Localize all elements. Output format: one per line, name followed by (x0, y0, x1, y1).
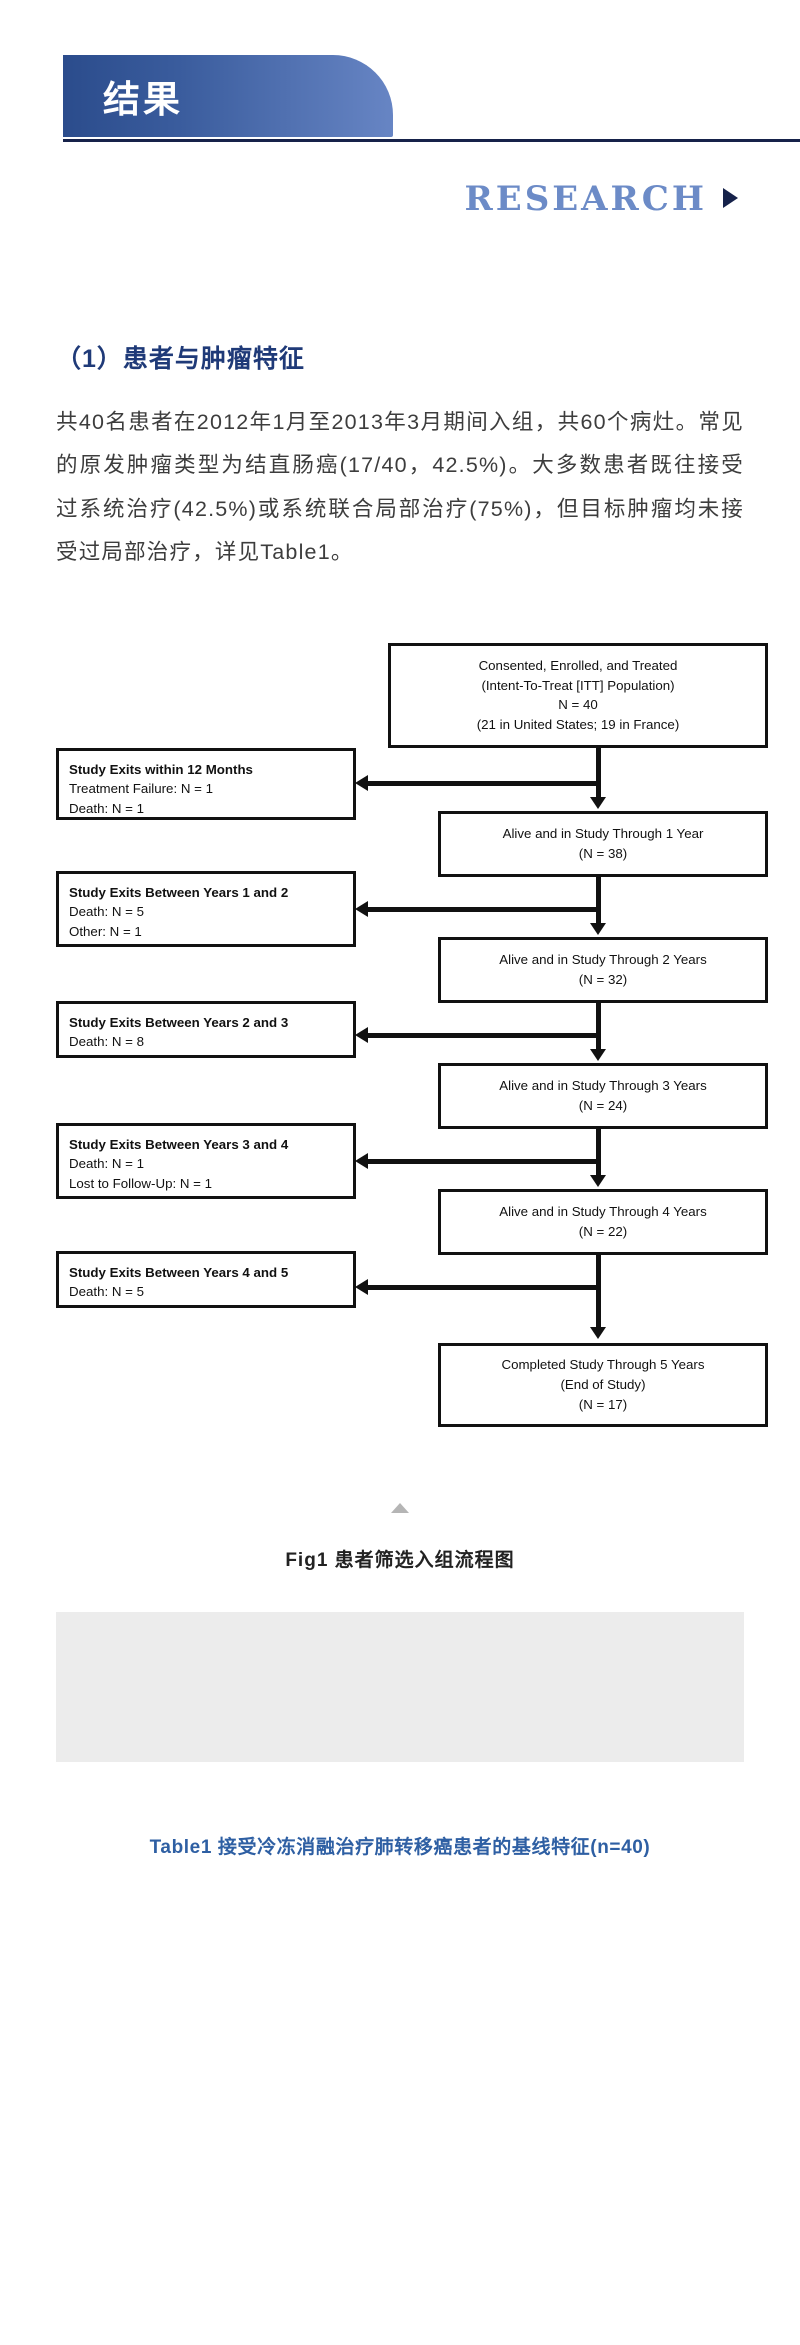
image-placeholder-panel (56, 1611, 744, 1762)
patient-flow-diagram: Consented, Enrolled, and Treated (Intent… (56, 642, 768, 1453)
flow-connector-horizontal (368, 1032, 598, 1038)
flow-connector-vertical (596, 1128, 601, 1177)
flow-node-consented: Consented, Enrolled, and Treated (Intent… (388, 642, 768, 748)
flow-exit-within-12-months: Study Exits within 12 Months Treatment F… (56, 747, 356, 820)
flow-node-line: (Intent-To-Treat [ITT] Population) (481, 677, 675, 693)
flow-node-year3: Alive and in Study Through 3 Years (N = … (438, 1062, 768, 1129)
flow-arrow-down-icon (590, 1048, 606, 1061)
flow-exit-header: Study Exits Between Years 1 and 2 (69, 884, 289, 900)
flow-arrow-left-icon (355, 1026, 368, 1043)
flow-node-line: Alive and in Study Through 4 Years (499, 1204, 707, 1220)
flow-exit-item: Lost to Follow-Up: N = 1 (69, 1176, 212, 1192)
flow-node-year1: Alive and in Study Through 1 Year (N = 3… (438, 810, 768, 877)
banner-title: 结果 (103, 77, 183, 121)
flow-exit-header: Study Exits Between Years 4 and 5 (69, 1264, 289, 1280)
flow-node-line: Consented, Enrolled, and Treated (478, 657, 678, 673)
flow-connector-vertical (596, 1002, 601, 1051)
flow-arrow-left-icon (355, 900, 368, 917)
figure-caption: Fig1 患者筛选入组流程图 (285, 1549, 515, 1571)
flow-arrow-left-icon (355, 1278, 368, 1295)
flow-arrow-left-icon (355, 1152, 368, 1169)
flow-arrow-down-icon (590, 796, 606, 809)
flow-exit-years-3-4: Study Exits Between Years 3 and 4 Death:… (56, 1122, 356, 1199)
flow-node-year4: Alive and in Study Through 4 Years (N = … (438, 1188, 768, 1255)
banner-shape: 结果 (63, 55, 393, 137)
flow-exit-item: Death: N = 5 (69, 1284, 145, 1300)
caret-up-icon[interactable] (391, 1502, 409, 1513)
flow-node-line: Completed Study Through 5 Years (501, 1357, 705, 1373)
table-caption: Table1 接受冷冻消融治疗肺转移癌患者的基线特征(n=40) (149, 1836, 651, 1858)
triangle-right-icon (723, 188, 738, 208)
flow-arrow-left-icon (355, 774, 368, 791)
flow-arrow-down-icon (590, 922, 606, 935)
body-paragraph: 共40名患者在2012年1月至2013年3月期间入组，共60个病灶。常见的原发肿… (56, 410, 744, 565)
flow-node-line: (N = 32) (578, 971, 628, 987)
flow-node-completed: Completed Study Through 5 Years (End of … (438, 1342, 768, 1427)
flow-node-line: Alive and in Study Through 1 Year (502, 826, 704, 842)
flow-node-line: (End of Study) (560, 1376, 646, 1392)
collapse-toggle[interactable] (56, 1502, 744, 1513)
page-subheading: （1）患者与肿瘤特征 (56, 345, 305, 373)
flow-connector-horizontal (368, 906, 598, 912)
flow-exit-item: Death: N = 8 (69, 1034, 145, 1050)
flow-node-line: (N = 17) (578, 1396, 628, 1412)
flow-arrow-down-icon (590, 1326, 606, 1339)
flow-exit-header: Study Exits Between Years 3 and 4 (69, 1136, 289, 1152)
flow-connector-horizontal (368, 1158, 598, 1164)
flow-connector-vertical (596, 876, 601, 925)
flow-connector-vertical (596, 1254, 601, 1331)
article-content: （1）患者与肿瘤特征 共40名患者在2012年1月至2013年3月期间入组，共6… (0, 339, 800, 1899)
flow-exit-item: Treatment Failure: N = 1 (69, 781, 213, 797)
flow-node-line: Alive and in Study Through 3 Years (499, 1078, 707, 1094)
research-header: RESEARCH (0, 179, 800, 219)
flow-node-year2: Alive and in Study Through 2 Years (N = … (438, 936, 768, 1003)
flow-exit-years-1-2: Study Exits Between Years 1 and 2 Death:… (56, 870, 356, 947)
flow-exit-header: Study Exits Between Years 2 and 3 (69, 1014, 289, 1030)
flow-exit-years-2-3: Study Exits Between Years 2 and 3 Death:… (56, 1000, 356, 1058)
flow-exit-item: Death: N = 5 (69, 904, 145, 920)
flow-node-line: Alive and in Study Through 2 Years (499, 952, 707, 968)
flow-connector-horizontal (368, 780, 598, 786)
flow-exit-header: Study Exits within 12 Months (69, 761, 253, 777)
flow-node-line: (N = 22) (578, 1223, 628, 1239)
flow-connector-horizontal (368, 1284, 598, 1290)
banner-rule (63, 139, 800, 142)
flow-exit-item: Death: N = 1 (69, 1156, 145, 1172)
flow-arrow-down-icon (590, 1174, 606, 1187)
flow-exit-years-4-5: Study Exits Between Years 4 and 5 Death:… (56, 1250, 356, 1308)
flow-connector-vertical (596, 747, 601, 799)
section-banner: 结果 (0, 55, 800, 147)
flow-node-line: (N = 24) (578, 1097, 628, 1113)
flow-exit-item: Death: N = 1 (69, 801, 145, 817)
flow-node-line: (21 in United States; 19 in France) (476, 716, 680, 732)
flow-node-line: N = 40 (558, 697, 598, 713)
flow-node-line: (N = 38) (578, 845, 628, 861)
research-label: RESEARCH (464, 179, 707, 219)
flow-exit-item: Other: N = 1 (69, 924, 142, 940)
